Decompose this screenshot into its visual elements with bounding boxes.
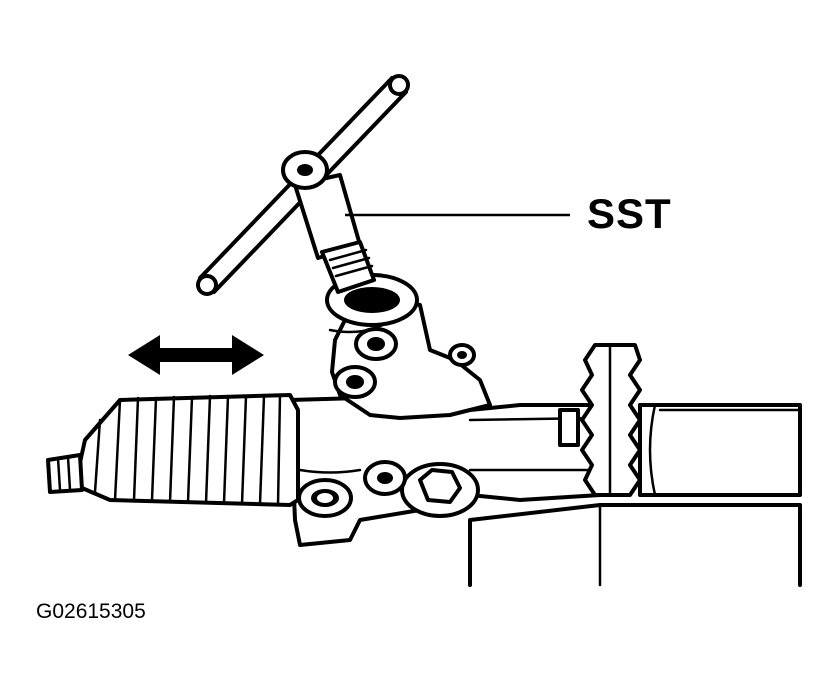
boot-clamp bbox=[46, 453, 84, 494]
housing-mount-boss bbox=[297, 478, 353, 518]
support-stand bbox=[468, 503, 802, 587]
rack-boot bbox=[73, 393, 300, 507]
sst-label: SST bbox=[587, 190, 672, 237]
figure-id: G02615305 bbox=[36, 600, 146, 623]
rack-clip bbox=[558, 408, 580, 447]
pinion-housing bbox=[325, 273, 492, 420]
housing-small-boss bbox=[363, 460, 407, 496]
double-arrow-icon bbox=[128, 335, 264, 375]
sst-tool bbox=[196, 74, 410, 296]
gear-nut bbox=[580, 343, 642, 497]
hex-plug bbox=[400, 462, 480, 518]
rack-housing-tube bbox=[638, 403, 802, 497]
